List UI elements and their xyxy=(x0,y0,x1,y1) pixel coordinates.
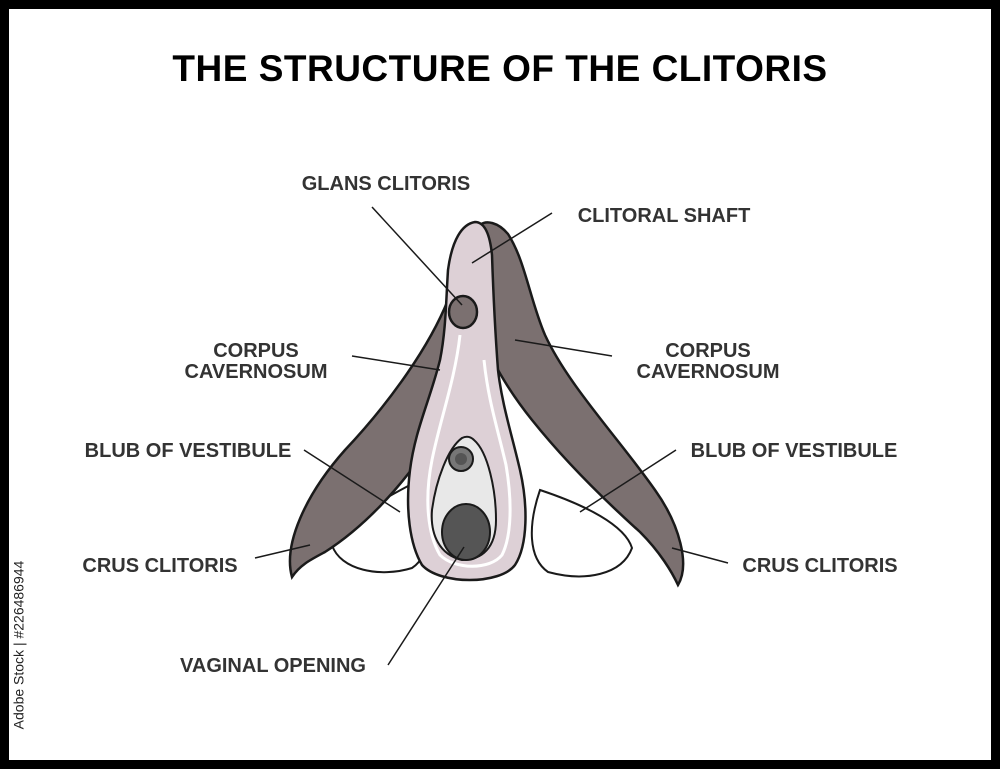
leader-crus-right xyxy=(671,547,729,564)
label-bulb-right: BLUB OF VESTIBULE xyxy=(691,440,898,462)
glans-shape xyxy=(447,294,479,330)
label-vaginal-opening: VAGINAL OPENING xyxy=(180,655,366,677)
leader-corpus-right xyxy=(514,339,613,357)
leader-crus-left xyxy=(254,544,311,559)
label-corpus-left-1: CORPUS xyxy=(213,340,299,362)
page-title: THE STRUCTURE OF THE CLITORIS xyxy=(172,48,828,89)
leader-shaft xyxy=(471,212,553,264)
urethral-opening-inner xyxy=(455,453,467,465)
watermark-text: Adobe Stock | #226486944 xyxy=(10,560,27,730)
leader-corpus-left xyxy=(351,355,441,371)
label-corpus-left-2: CAVERNOSUM xyxy=(185,361,328,383)
bulb-outline-right xyxy=(530,488,634,578)
leader-vaginal xyxy=(387,546,465,666)
label-bulb-left: BLUB OF VESTIBULE xyxy=(85,440,292,462)
label-clitoral-shaft: CLITORAL SHAFT xyxy=(578,205,751,227)
bulb-inner-outline xyxy=(426,334,512,568)
watermark: Adobe Stock | #226486944 xyxy=(8,525,28,765)
label-corpus-right-2: CAVERNOSUM xyxy=(637,361,780,383)
leader-glans xyxy=(371,206,463,306)
label-corpus-right-1: CORPUS xyxy=(665,340,751,362)
label-crus-right: CRUS CLITORIS xyxy=(742,555,897,577)
leader-lines xyxy=(254,206,729,666)
leader-bulb-left xyxy=(303,449,401,513)
leader-bulb-right xyxy=(579,449,677,513)
label-glans-clitoris: GLANS CLITORIS xyxy=(302,173,471,195)
label-crus-left: CRUS CLITORIS xyxy=(82,555,237,577)
vaginal-opening-shape xyxy=(441,503,491,561)
